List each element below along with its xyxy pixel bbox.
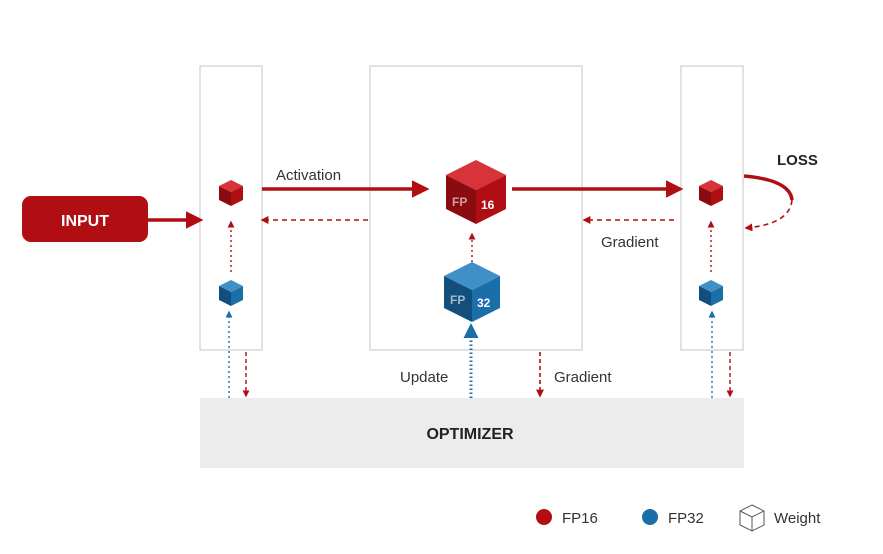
loss-arc-dashed [744,199,793,232]
right-fp32-weight-cube [699,280,723,306]
optimizer-label: OPTIMIZER [426,426,514,443]
fp32-cube-bits: 32 [477,296,491,310]
legend-fp16-label: FP16 [562,510,598,527]
update-label: Update [400,369,448,386]
gradient-label-right: Gradient [601,234,659,251]
legend-fp32-label: FP32 [668,510,704,527]
fp32-cube: FP 32 [444,262,500,322]
fp16-cube: FP 16 [446,160,506,224]
loss-arc-solid [743,174,794,201]
wireframe-cube-icon [739,504,765,532]
fp32-cube-prefix: FP [450,293,465,307]
input-node [22,196,148,242]
gradient-label-bottom: Gradient [554,369,612,386]
left-layer-box [199,65,263,351]
right-fp16-weight-cube [699,180,723,206]
optimizer-bar [200,398,744,468]
fp16-cube-bits: 16 [481,198,495,212]
loss-label: LOSS [777,152,818,169]
activation-label: Activation [276,167,341,184]
legend-fp32-dot [642,509,658,525]
legend-fp16-dot [536,509,552,525]
right-layer-box [680,65,744,351]
left-fp16-weight-cube [219,180,243,206]
legend: FP16 FP32 Weight [536,504,821,532]
left-fp32-weight-cube [219,280,243,306]
legend-weight-label: Weight [774,510,821,527]
fp16-cube-prefix: FP [452,195,467,209]
input-label: INPUT [61,213,109,230]
